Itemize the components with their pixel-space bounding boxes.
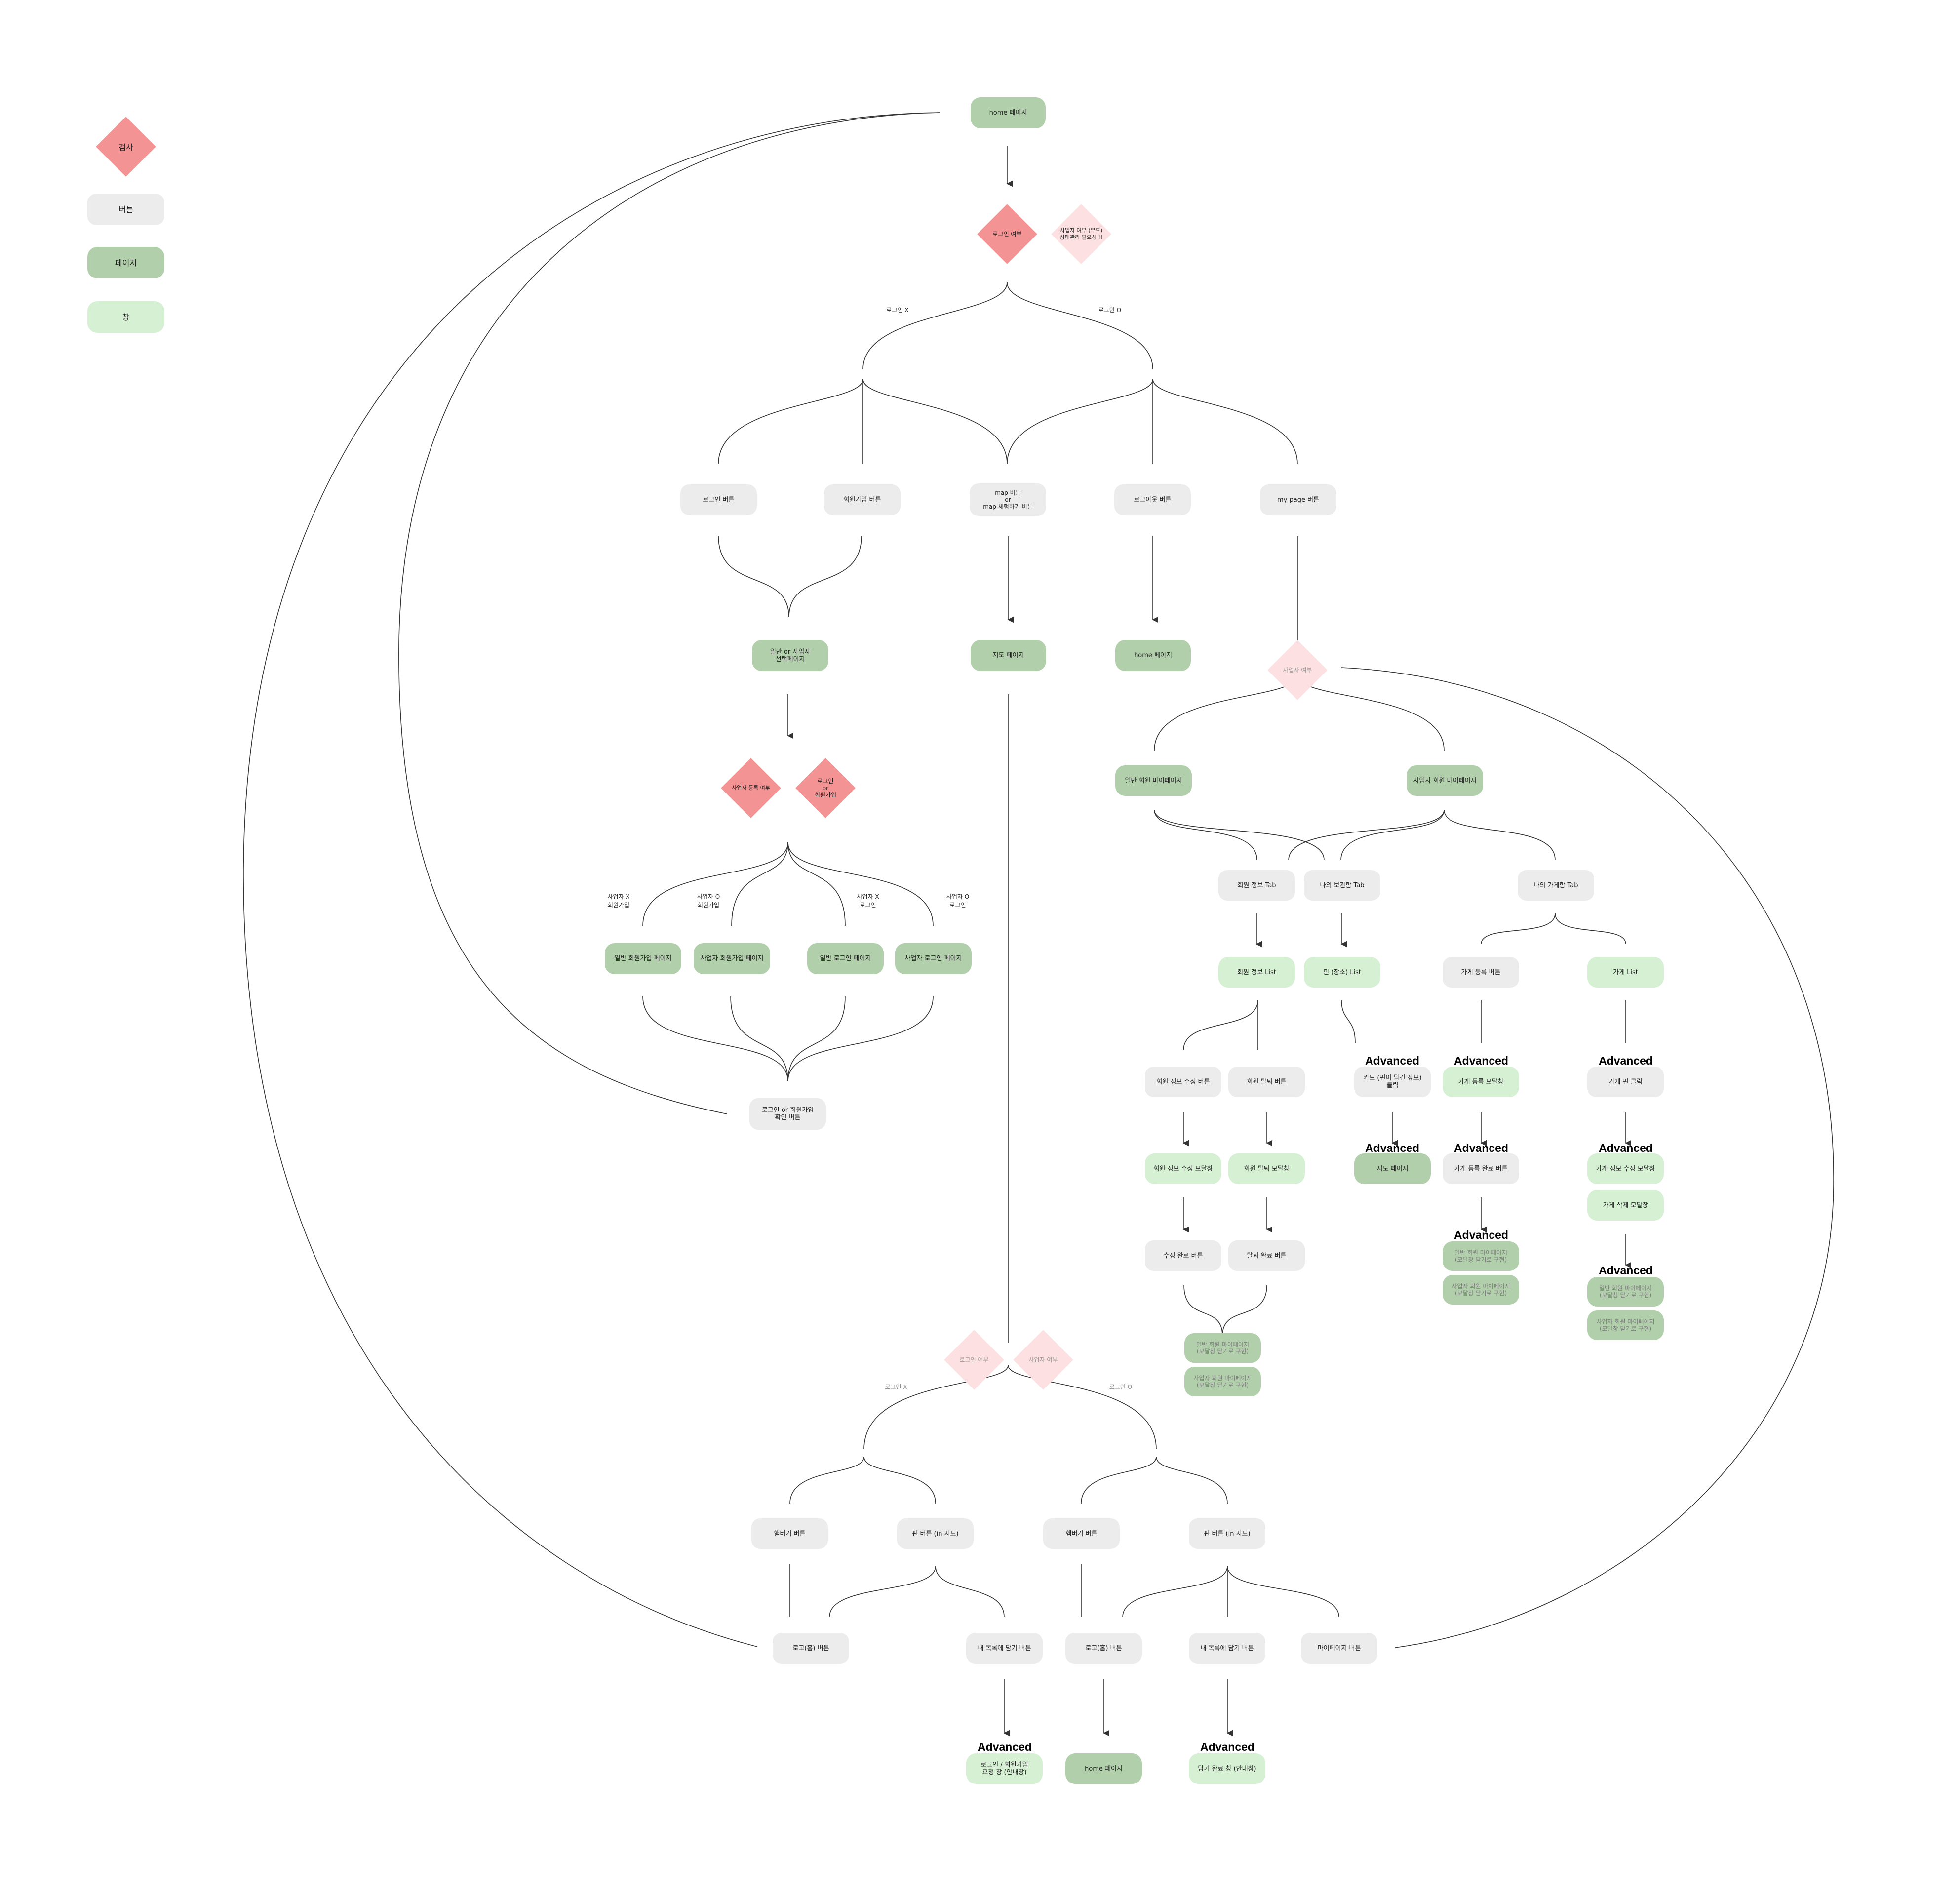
biz-mypage-b: 사업자 회원 마이페이지 (모달창 닫기로 구현) bbox=[1443, 1275, 1519, 1305]
card-click[interactable]: 카드 (핀이 담긴 정보) 클릭 bbox=[1354, 1067, 1431, 1097]
label-biz-x-signup: 사업자 X 회원가입 bbox=[607, 893, 630, 909]
decision-login-2: 로그인 여부 bbox=[944, 1330, 1004, 1390]
tab-member-info[interactable]: 회원 정보 Tab bbox=[1218, 870, 1295, 901]
decision-login-or-signup-label: 로그인 or 회원가입 bbox=[814, 778, 837, 798]
advanced-store-done: Advanced bbox=[1454, 1142, 1508, 1154]
login-signup-confirm-button[interactable]: 로그인 or 회원가입 확인 버튼 bbox=[749, 1098, 826, 1130]
decision-biz-note-label: 사업자 여부 (무드) 상태관리 필요성 !! bbox=[1059, 227, 1103, 240]
signup-button[interactable]: 회원가입 버튼 bbox=[824, 484, 901, 515]
decision-login: 로그인 여부 bbox=[977, 204, 1037, 264]
general-signup-page[interactable]: 일반 회원가입 페이지 bbox=[605, 943, 681, 974]
mypage-button-2[interactable]: 마이페이지 버튼 bbox=[1301, 1633, 1377, 1664]
advanced-store-modal: Advanced bbox=[1454, 1054, 1508, 1067]
mypage-button[interactable]: my page 버튼 bbox=[1260, 484, 1336, 515]
hamburger-button-x[interactable]: 햄버거 버튼 bbox=[751, 1518, 828, 1549]
label-biz-o-login: 사업자 O 로그인 bbox=[946, 893, 970, 909]
withdraw-button[interactable]: 회원 탈퇴 버튼 bbox=[1228, 1067, 1305, 1097]
logout-button[interactable]: 로그아웃 버튼 bbox=[1114, 484, 1191, 515]
map-page[interactable]: 지도 페이지 bbox=[971, 640, 1046, 671]
legend-window: 창 bbox=[87, 301, 164, 333]
logo-home-button-x[interactable]: 로고(홈) 버튼 bbox=[773, 1633, 849, 1664]
add-to-list-button-o[interactable]: 내 목록에 담기 버튼 bbox=[1189, 1633, 1265, 1664]
biz-signup-page[interactable]: 사업자 회원가입 페이지 bbox=[694, 943, 770, 974]
label-biz-x-login: 사업자 X 로그인 bbox=[857, 893, 879, 909]
label-biz-o-signup: 사업자 O 회원가입 bbox=[697, 893, 720, 909]
store-register-done-button[interactable]: 가게 등록 완료 버튼 bbox=[1443, 1153, 1519, 1184]
decision-biz-note: 사업자 여부 (무드) 상태관리 필요성 !! bbox=[1051, 204, 1111, 264]
advanced-add-done: Advanced bbox=[1200, 1741, 1254, 1753]
advanced-map: Advanced bbox=[1365, 1142, 1419, 1154]
home-page-2[interactable]: home 페이지 bbox=[1115, 640, 1191, 671]
biz-login-page[interactable]: 사업자 로그인 페이지 bbox=[895, 943, 972, 974]
pin-button-x[interactable]: 핀 버튼 (in 지도) bbox=[897, 1518, 974, 1549]
node-home-page[interactable]: home 페이지 bbox=[971, 97, 1046, 128]
general-login-page[interactable]: 일반 로그인 페이지 bbox=[807, 943, 884, 974]
advanced-store-pin: Advanced bbox=[1599, 1054, 1653, 1067]
withdraw-done-button[interactable]: 탈퇴 완료 버튼 bbox=[1228, 1240, 1305, 1271]
label-login-x-2: 로그인 X bbox=[885, 1384, 907, 1390]
pin-list: 핀 (장소) List bbox=[1304, 957, 1380, 988]
decision-biz-mypage-label: 사업자 여부 bbox=[1283, 667, 1312, 674]
store-delete-modal: 가게 삭제 모달창 bbox=[1587, 1190, 1664, 1221]
advanced-gm-bm-b: Advanced bbox=[1454, 1228, 1508, 1241]
logo-home-button-o[interactable]: 로고(홈) 버튼 bbox=[1065, 1633, 1142, 1664]
store-register-modal: 가게 등록 모달창 bbox=[1443, 1067, 1519, 1097]
decision-biz-registration: 사업자 등록 여부 bbox=[721, 758, 781, 818]
decision-biz-mypage: 사업자 여부 bbox=[1267, 640, 1328, 700]
decision-biz-registration-label: 사업자 등록 여부 bbox=[732, 785, 770, 791]
add-to-list-button-x[interactable]: 내 목록에 담기 버튼 bbox=[966, 1633, 1043, 1664]
tab-saved[interactable]: 나의 보관함 Tab bbox=[1304, 870, 1380, 901]
edit-info-button[interactable]: 회원 정보 수정 버튼 bbox=[1145, 1067, 1221, 1097]
legend-page: 페이지 bbox=[87, 247, 164, 278]
map-button[interactable]: map 버튼 or map 체험하기 버튼 bbox=[970, 483, 1046, 516]
decision-login-2-label: 로그인 여부 bbox=[959, 1356, 989, 1363]
biz-mypage-c: 사업자 회원 마이페이지 (모달창 닫기로 구현) bbox=[1587, 1310, 1664, 1340]
general-mypage-c: 일반 회원 마이페이지 (모달창 닫기로 구현) bbox=[1587, 1277, 1664, 1307]
home-page-3[interactable]: home 페이지 bbox=[1065, 1753, 1142, 1784]
biz-mypage-a: 사업자 회원 마이페이지 (모달창 닫기로 구현) bbox=[1184, 1367, 1261, 1396]
tab-my-store[interactable]: 나의 가게함 Tab bbox=[1518, 870, 1594, 901]
label-login-o-2: 로그인 O bbox=[1109, 1384, 1133, 1390]
edit-done-button[interactable]: 수정 완료 버튼 bbox=[1145, 1240, 1221, 1271]
map-page-2[interactable]: 지도 페이지 bbox=[1354, 1153, 1431, 1184]
advanced-store-edit: Advanced bbox=[1599, 1142, 1653, 1154]
withdraw-modal: 회원 탈퇴 모달창 bbox=[1228, 1153, 1305, 1184]
pin-button-o[interactable]: 핀 버튼 (in 지도) bbox=[1189, 1518, 1265, 1549]
store-list: 가게 List bbox=[1587, 957, 1664, 988]
store-edit-modal: 가게 정보 수정 모달창 bbox=[1587, 1153, 1664, 1184]
decision-login-label: 로그인 여부 bbox=[992, 231, 1022, 238]
member-info-list: 회원 정보 List bbox=[1218, 957, 1295, 988]
legend-check-label: 검사 bbox=[118, 143, 133, 152]
general-mypage-a: 일반 회원 마이페이지 (모달창 닫기로 구현) bbox=[1184, 1333, 1261, 1363]
advanced-gm-bm-c: Advanced bbox=[1599, 1264, 1653, 1277]
legend-button: 버튼 bbox=[87, 194, 164, 225]
store-register-button[interactable]: 가게 등록 버튼 bbox=[1443, 957, 1519, 988]
label-login-x: 로그인 X bbox=[886, 307, 909, 314]
decision-biz-2-label: 사업자 여부 bbox=[1028, 1356, 1058, 1363]
label-login-o: 로그인 O bbox=[1098, 307, 1122, 314]
decision-login-or-signup: 로그인 or 회원가입 bbox=[795, 758, 856, 818]
decision-biz-2: 사업자 여부 bbox=[1013, 1330, 1073, 1390]
edit-info-modal: 회원 정보 수정 모달창 bbox=[1145, 1153, 1221, 1184]
general-mypage[interactable]: 일반 회원 마이페이지 bbox=[1115, 765, 1192, 796]
store-pin-click[interactable]: 가게 핀 클릭 bbox=[1587, 1067, 1664, 1097]
add-done-window: 담기 완료 창 (안내창) bbox=[1189, 1753, 1265, 1784]
advanced-card: Advanced bbox=[1365, 1054, 1419, 1067]
select-page[interactable]: 일반 or 사업자 선택페이지 bbox=[752, 640, 828, 671]
hamburger-button-o[interactable]: 햄버거 버튼 bbox=[1043, 1518, 1120, 1549]
biz-mypage[interactable]: 사업자 회원 마이페이지 bbox=[1407, 765, 1483, 796]
general-mypage-b: 일반 회원 마이페이지 (모달창 닫기로 구현) bbox=[1443, 1241, 1519, 1271]
login-button[interactable]: 로그인 버튼 bbox=[680, 484, 757, 515]
advanced-request: Advanced bbox=[978, 1741, 1032, 1753]
login-request-window: 로그인 / 회원가입 요청 창 (안내창) bbox=[966, 1753, 1043, 1784]
legend-check: 검사 bbox=[96, 117, 156, 177]
